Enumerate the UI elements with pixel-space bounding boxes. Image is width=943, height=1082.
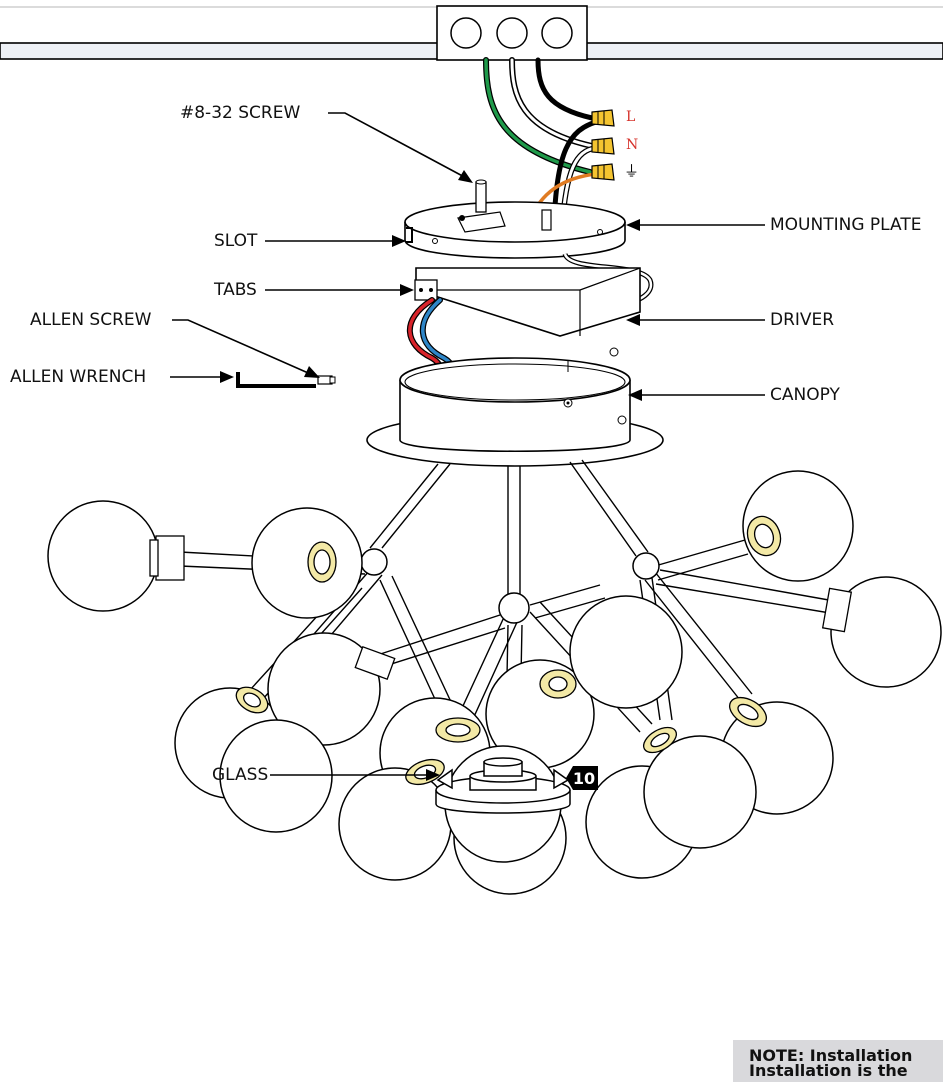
driver bbox=[414, 252, 654, 337]
label-driver: DRIVER bbox=[770, 310, 835, 330]
glass-globes bbox=[47, 470, 942, 895]
mounting-plate bbox=[404, 179, 626, 259]
label-glass: GLASS bbox=[212, 765, 269, 785]
note-line-2: Installation is the bbox=[749, 1061, 908, 1080]
label-slot: SLOT bbox=[214, 231, 258, 251]
label-tabs: TABS bbox=[214, 280, 257, 300]
label-screw: #8-32 SCREW bbox=[180, 103, 301, 123]
allen-tools bbox=[236, 372, 336, 388]
leader-arrows bbox=[170, 112, 765, 781]
wire-label-live: L bbox=[626, 109, 636, 125]
note-line-1: NOTE: Installation bbox=[749, 1046, 913, 1065]
canopy bbox=[366, 347, 664, 467]
ground-icon: ⏚ bbox=[624, 162, 640, 180]
wire-label-neutral: N bbox=[626, 137, 639, 153]
arm-hubs bbox=[360, 548, 660, 624]
junction-box bbox=[436, 5, 588, 61]
glass-detail bbox=[435, 745, 571, 863]
label-mounting-plate: MOUNTING PLATE bbox=[770, 215, 922, 235]
label-canopy: CANOPY bbox=[770, 385, 840, 405]
label-allen-wrench: ALLEN WRENCH bbox=[10, 367, 147, 387]
label-allen-screw: ALLEN SCREW bbox=[30, 310, 152, 330]
wire-nuts bbox=[591, 109, 615, 181]
step-badge: 10 bbox=[566, 766, 598, 790]
installation-note: NOTE: Installation Installation is the bbox=[733, 1040, 943, 1082]
